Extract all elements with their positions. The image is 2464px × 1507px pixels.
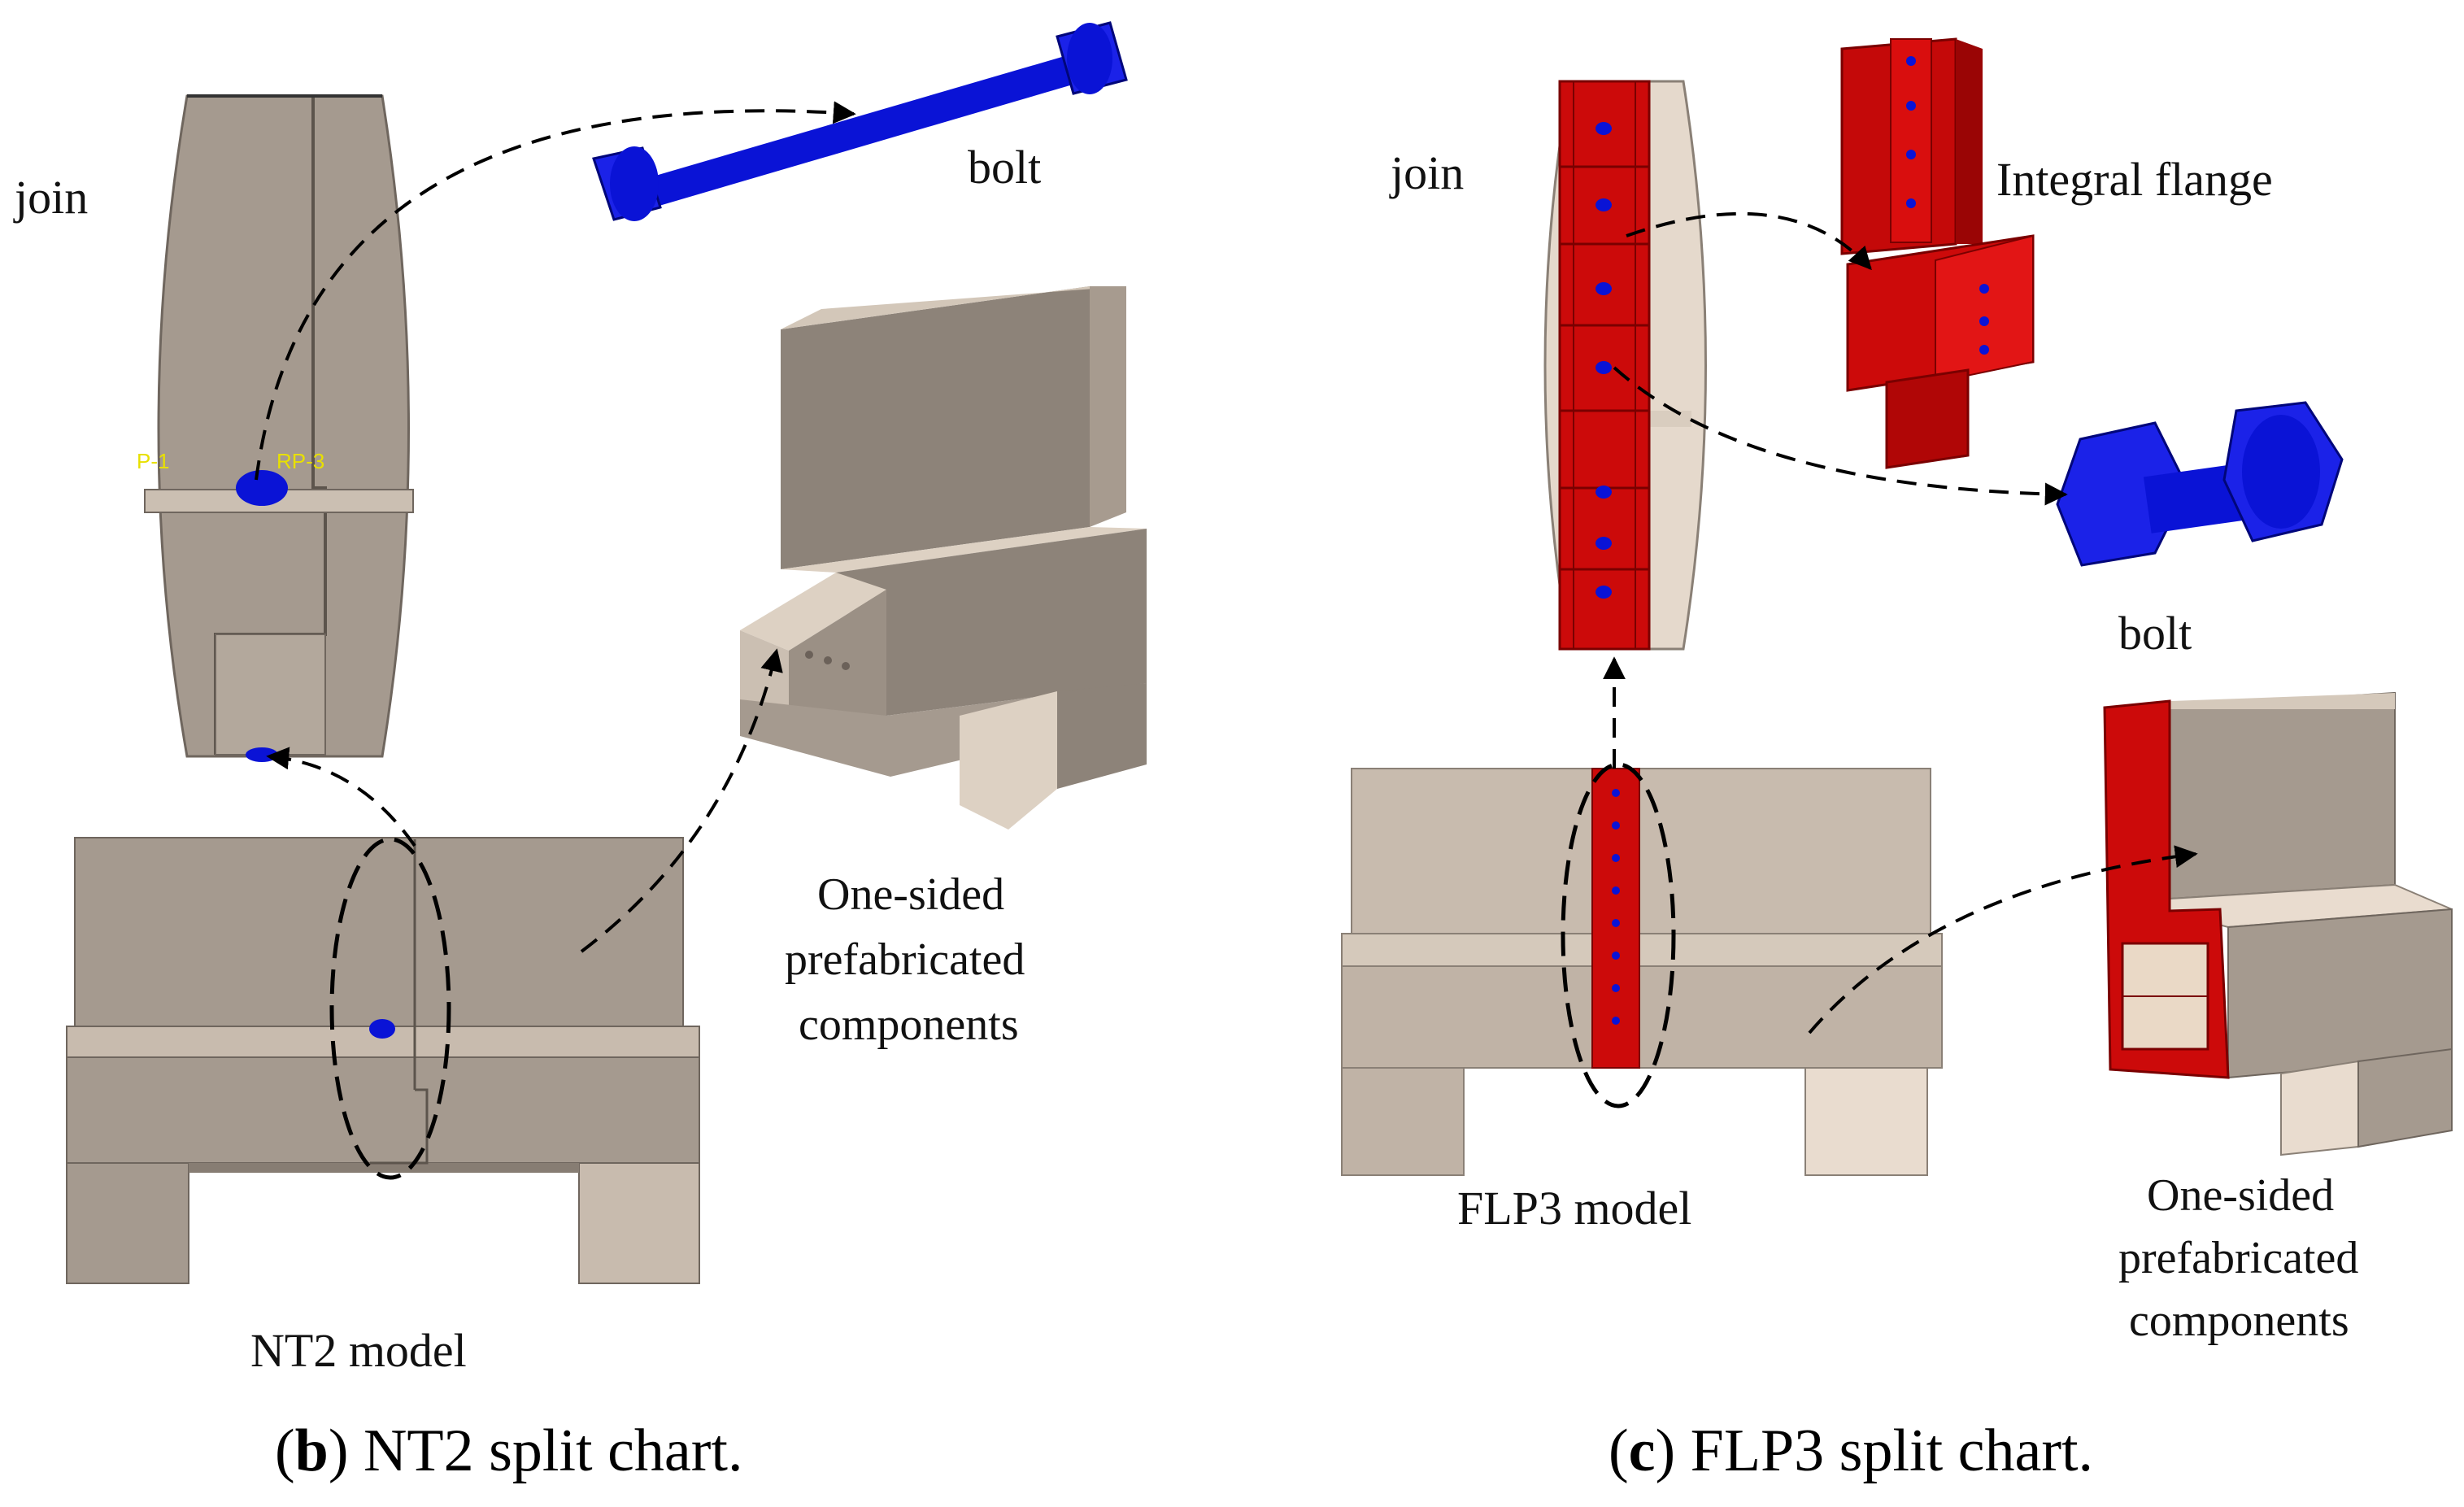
flp3-integral-flange-label: Integral flange	[1996, 153, 2273, 206]
caption-b-letter: b	[295, 1418, 329, 1484]
nt2-arrow-model-to-joint	[266, 747, 416, 847]
flp3-joint-highlight-ellipse	[1561, 762, 1676, 1108]
caption-c: (c) FLP3 split chart.	[1609, 1418, 2093, 1484]
nt2-arrow-joint-to-bolt	[255, 101, 856, 481]
flp3-joint-barrel	[1543, 80, 1707, 651]
nt2-bolt-rod-icon	[592, 21, 1128, 221]
nt2-joint-barrel: P-1 RP-3	[137, 94, 414, 762]
flp3-arrow-joint-to-bolt	[1613, 366, 2068, 506]
flp3-arrow-model-to-component	[1808, 845, 2198, 1034]
nt2-bolt-label: bolt	[968, 141, 1041, 194]
nt2-model-label: NT2 model	[250, 1324, 467, 1377]
caption-b-text: ) NT2 split chart.	[329, 1418, 743, 1484]
flp3-components-line2: prefabricated	[2118, 1233, 2358, 1283]
nt2-bolt-cluster-icon	[236, 470, 288, 506]
caption-c-letter: c	[1629, 1418, 1656, 1484]
nt2-marker-rp3: RP-3	[276, 449, 324, 473]
flp3-integral-flange	[1840, 37, 2035, 469]
caption-b: (b) NT2 split chart.	[275, 1418, 742, 1484]
flp3-components-line3: components	[2129, 1296, 2349, 1346]
caption-c-open: (	[1609, 1418, 1629, 1484]
nt2-joint-highlight-ellipse	[329, 837, 451, 1180]
flp3-components-line1: One-sided	[2147, 1170, 2334, 1221]
nt2-join-label: join	[13, 171, 88, 224]
panel-c: join Integral flange	[1341, 37, 2453, 1484]
flp3-arrow-joint-to-flange	[1626, 211, 1872, 271]
nt2-arrow-model-to-component	[580, 648, 783, 953]
nt2-components-line3: components	[799, 1000, 1019, 1050]
nt2-marker-rp1: P-1	[137, 449, 169, 473]
flp3-bolt-icon	[2056, 401, 2344, 567]
nt2-bolt-end-icon	[246, 747, 278, 762]
flp3-join-label: join	[1389, 146, 1464, 199]
nt2-model-bolt-icon	[369, 1019, 395, 1039]
flp3-full-model	[1341, 762, 1943, 1176]
caption-c-text: ) FLP3 split chart.	[1656, 1418, 2094, 1484]
nt2-one-sided-component	[740, 286, 1147, 830]
caption-b-open: (	[275, 1418, 295, 1484]
panel-b: P-1 RP-3 join bolt	[13, 21, 1147, 1484]
nt2-components-line1: One-sided	[817, 869, 1004, 920]
flp3-bolt-label: bolt	[2118, 607, 2192, 660]
nt2-components-line2: prefabricated	[785, 934, 1025, 985]
flp3-model-label: FLP3 model	[1457, 1182, 1691, 1235]
flp3-one-sided-component	[2103, 691, 2453, 1156]
nt2-full-model	[66, 837, 700, 1284]
